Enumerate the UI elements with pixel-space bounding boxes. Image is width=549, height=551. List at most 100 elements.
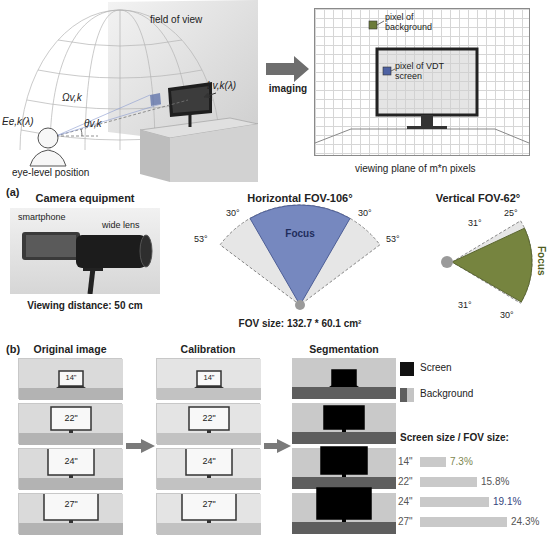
reference-line	[56, 136, 98, 137]
size-label: 27"	[157, 499, 261, 509]
region-label: field of view	[150, 14, 202, 26]
wall	[157, 404, 261, 445]
thumbnail-art	[19, 449, 123, 490]
wall	[19, 404, 123, 445]
equipment-photo: Camera equipmentsmartphonewide lensViewi…	[10, 208, 160, 294]
ratio-bar	[420, 457, 446, 467]
thumbnail-art	[19, 404, 123, 445]
lens-front	[140, 235, 152, 267]
observer-icon	[441, 256, 453, 268]
panel-caption: Viewing distance: 50 cm	[27, 300, 142, 312]
angle-label: 31°	[468, 218, 482, 228]
photo-thumbnail: 14"	[156, 358, 260, 399]
desk-side	[170, 124, 258, 182]
column-heading: Segmentation	[309, 343, 378, 355]
symbol-label: Lv,k(λ)	[207, 80, 236, 92]
chart-title: Screen size / FOV size:	[400, 432, 509, 444]
process-arrow	[264, 443, 284, 449]
monitor-screen	[321, 447, 367, 474]
ratio-value: 19.1%	[493, 496, 521, 508]
monitor-stand	[421, 115, 433, 127]
ratio-value: 15.8%	[481, 476, 509, 488]
panel-caption: viewing plane of m*n pixels	[355, 163, 476, 175]
photo-thumbnail: 14"	[18, 358, 122, 399]
focus-label: Focus	[535, 246, 547, 275]
angle-label: 25°	[504, 208, 518, 218]
monitor-base	[407, 126, 447, 129]
process-arrow	[126, 443, 148, 449]
symbol-label: Ωv,k	[62, 92, 82, 104]
background-region	[292, 522, 396, 534]
background-region	[292, 358, 396, 399]
monitor-screen	[324, 406, 364, 429]
monitor-body	[168, 82, 212, 117]
size-label: 14"	[157, 374, 261, 383]
process-label: imaging	[269, 83, 307, 95]
sight-line	[56, 100, 188, 136]
photo-thumbnail: 27"	[156, 493, 260, 534]
solid-angle-ray	[56, 104, 161, 136]
legend-label: Screen	[420, 362, 452, 374]
size-label: 22"	[157, 413, 261, 423]
panel-label: (b)	[6, 343, 20, 356]
lens-housing	[76, 235, 146, 268]
monitor-screen	[171, 86, 209, 113]
monitor-stand	[189, 114, 192, 127]
thumbnail-art	[157, 404, 261, 445]
desk	[19, 433, 123, 445]
column-heading: Calibration	[181, 343, 236, 355]
size-label: 22"	[19, 413, 123, 423]
desk-front	[140, 130, 170, 182]
wall	[19, 449, 123, 490]
solid-angle-patch	[150, 93, 161, 106]
chart-title: Vertical FOV-62°	[436, 192, 521, 205]
angle-label: 30°	[226, 208, 240, 218]
desk	[19, 388, 123, 400]
position-label: eye-level position	[12, 167, 89, 179]
column-heading: Original image	[34, 343, 107, 355]
back-wall	[108, 0, 258, 150]
angle-label: 30°	[500, 310, 514, 320]
pixel-label: pixel of background	[385, 12, 447, 33]
part-label: wide lens	[102, 220, 140, 230]
desk-edge	[315, 129, 529, 143]
smartphone-face	[26, 235, 76, 257]
screen-pixel	[383, 67, 391, 75]
photo-thumbnail: 22"	[156, 403, 260, 444]
image-column: Original image14"22"24"27"	[18, 358, 122, 534]
focus-sector	[452, 228, 532, 302]
photo-thumbnail: 24"	[18, 448, 122, 489]
size-label: 14"	[398, 456, 413, 468]
leader-line	[391, 69, 395, 71]
focus-sector	[250, 205, 350, 305]
size-label: 14"	[19, 374, 123, 383]
legend-swatch	[400, 362, 414, 376]
smartphone-body	[22, 232, 80, 260]
size-label: 24"	[19, 456, 123, 466]
image-column: Calibration14"22"24"27"	[156, 358, 260, 534]
angle-label: 30°	[358, 208, 372, 218]
desk	[19, 478, 123, 490]
desk	[19, 523, 123, 535]
ratio-value: 24.3%	[511, 516, 539, 528]
background-pixel	[369, 21, 377, 29]
size-label: FOV size: 132.7 * 60.1 cm²	[239, 318, 362, 330]
dome-meridian	[85, 10, 120, 150]
imaging-arrow	[266, 56, 309, 82]
ratio-bar	[420, 497, 489, 507]
photo-thumbnail: 22"	[18, 403, 122, 444]
symbol-label: Ee,k(λ)	[2, 116, 34, 128]
ratio-value: 7.3%	[450, 456, 473, 468]
size-label: 24"	[157, 456, 261, 466]
observer-head	[38, 128, 58, 148]
wall	[19, 359, 123, 400]
size-label: 22"	[398, 476, 413, 488]
monitor-screen	[317, 488, 371, 519]
peripheral-sector	[220, 205, 380, 305]
desk	[157, 523, 261, 535]
monitor-screen	[332, 370, 356, 385]
luminance-arrow	[204, 93, 216, 97]
dome-meridian	[50, 10, 120, 150]
size-label: 24"	[398, 496, 413, 508]
